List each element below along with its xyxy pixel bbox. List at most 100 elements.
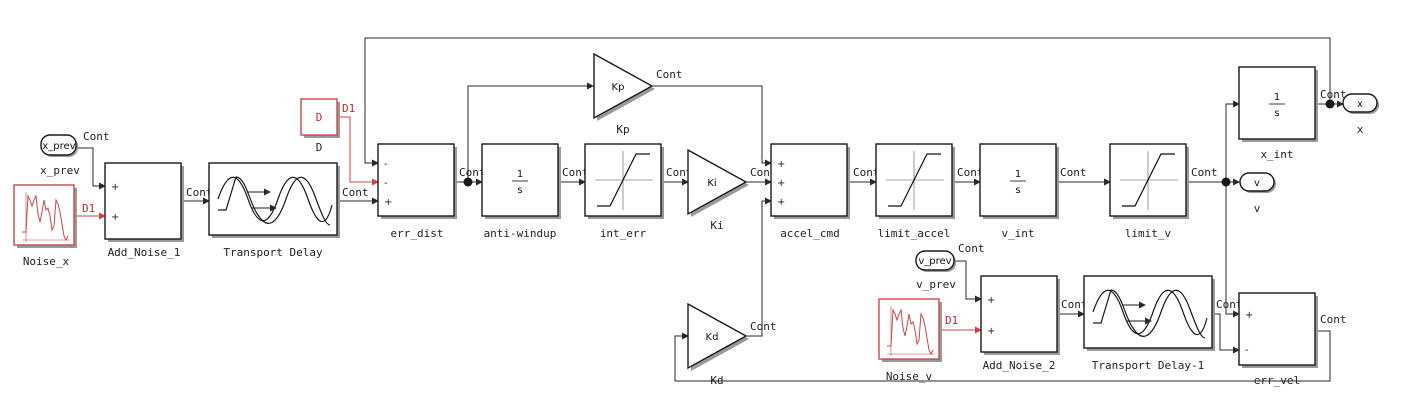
- v-int-block[interactable]: 1 s: [979, 143, 1059, 219]
- line-errvel-kd[interactable]: [674, 330, 1331, 382]
- sine-wave-icon: [217, 176, 333, 223]
- signal-rate-label: D1: [342, 102, 355, 115]
- limit-v-label: limit_v: [1125, 227, 1172, 240]
- signal-rate-label: D1: [82, 202, 95, 215]
- add-noise-1-block[interactable]: + +: [104, 162, 184, 242]
- saturation-icon: [888, 153, 941, 207]
- add-noise-1-label: Add_Noise_1: [108, 246, 181, 259]
- ki-gain-block[interactable]: Ki: [687, 148, 749, 217]
- kd-gain-block[interactable]: Kd: [687, 302, 749, 371]
- port-sign: +: [987, 326, 995, 337]
- line-to-errvel-plus[interactable]: [1225, 182, 1240, 318]
- noise-x-label: Noise_x: [23, 255, 70, 268]
- kd-gain-label: Kd: [710, 374, 723, 387]
- x-prev-block[interactable]: x_prev: [40, 134, 78, 157]
- port-sign: +: [777, 197, 785, 208]
- signal-rate-label: Cont: [666, 166, 693, 179]
- line-kd-accel[interactable]: [746, 197, 772, 337]
- noise-icon: [887, 308, 934, 356]
- add-noise-2-block[interactable]: + +: [980, 275, 1060, 355]
- noise-x-block[interactable]: [13, 184, 77, 248]
- signal-rate-label: Cont: [656, 68, 683, 81]
- x-prev-block-text: x_prev: [42, 141, 75, 152]
- v-outport[interactable]: v: [1239, 172, 1276, 193]
- signal-rate-label: Cont: [1216, 298, 1243, 311]
- accel-cmd-label: accel_cmd: [780, 227, 840, 240]
- d-constant-value: D: [316, 111, 323, 124]
- integrator-num: 1: [517, 169, 523, 180]
- signal-lines: [76, 37, 1344, 382]
- transport-delay-label: Transport Delay: [223, 246, 323, 259]
- noise-icon: [22, 194, 69, 242]
- line-d[interactable]: [339, 116, 379, 186]
- signal-rate-label: Cont: [342, 186, 369, 199]
- integrator-den: s: [517, 185, 522, 196]
- integrator-num: 1: [1274, 92, 1280, 103]
- transport-delay-1-label: Transport Delay-1: [1092, 359, 1205, 372]
- limit-accel-block[interactable]: [875, 143, 955, 219]
- port-sign: +: [777, 159, 785, 170]
- int-err-block[interactable]: [584, 143, 664, 219]
- noise-v-block[interactable]: [878, 298, 942, 362]
- line-vprev[interactable]: [955, 260, 982, 303]
- saturation-icon: [597, 153, 650, 207]
- kp-gain-label: Kp: [616, 123, 629, 136]
- v-outport-text: v: [1254, 178, 1260, 189]
- signal-rate-label: Cont: [186, 186, 213, 199]
- limit-accel-label: limit_accel: [878, 227, 951, 240]
- line-xprev[interactable]: [78, 147, 106, 190]
- signal-rate-label: D1: [945, 314, 958, 327]
- d-constant-label: D: [316, 141, 323, 154]
- kp-gain-block[interactable]: Kp: [593, 52, 655, 121]
- kd-gain-value: Kd: [706, 332, 719, 343]
- signal-rate-label: Cont: [1320, 313, 1347, 326]
- signal-rate-label: Cont: [562, 166, 589, 179]
- ki-gain-value: Ki: [707, 178, 716, 189]
- anti-windup-block[interactable]: 1 s: [481, 143, 561, 219]
- port-sign: -: [1245, 345, 1249, 356]
- d-constant-block[interactable]: D: [300, 98, 340, 138]
- x-outport-label: x: [1357, 123, 1364, 136]
- integrator-num: 1: [1015, 169, 1021, 180]
- signal-rate-label: Cont: [83, 130, 110, 143]
- transport-delay-1-block[interactable]: [1083, 275, 1215, 351]
- line-branch-kp[interactable]: [467, 82, 594, 182]
- port-sign: -: [384, 178, 388, 189]
- line-kp-accel[interactable]: [652, 85, 772, 167]
- x-outport-text: x: [1357, 99, 1363, 110]
- v-int-label: v_int: [1001, 227, 1034, 240]
- delayed-wave-icon: [1093, 289, 1206, 339]
- junction-dot: [1325, 99, 1335, 109]
- port-sign: +: [777, 178, 785, 189]
- saturation-icon: [1122, 153, 1175, 207]
- port-sign: +: [384, 197, 392, 208]
- integrator-den: s: [1015, 185, 1020, 196]
- accel-cmd-block[interactable]: + + +: [770, 143, 850, 219]
- signal-rate-label: Cont: [1191, 166, 1218, 179]
- signal-rate-label: Cont: [750, 166, 777, 179]
- x-prev-label: x_prev: [40, 164, 80, 177]
- v-outport-label: v: [1254, 202, 1261, 215]
- port-sign: +: [111, 182, 119, 193]
- err-dist-block[interactable]: - - +: [377, 143, 457, 219]
- x-int-label: x_int: [1260, 148, 1293, 161]
- limit-v-block[interactable]: [1109, 143, 1189, 219]
- signal-rate-label: Cont: [957, 166, 984, 179]
- line-to-xint[interactable]: [1225, 100, 1240, 182]
- x-int-block[interactable]: 1 s: [1238, 66, 1318, 142]
- signal-rate-label: Cont: [750, 320, 777, 333]
- port-sign: +: [987, 295, 995, 306]
- signal-rate-label: Cont: [1061, 298, 1088, 311]
- line-x-feedback[interactable]: [364, 37, 1331, 167]
- transport-delay-block[interactable]: [208, 162, 340, 238]
- x-outport[interactable]: x: [1342, 93, 1379, 114]
- err-vel-block[interactable]: + -: [1238, 292, 1318, 368]
- integrator-den: s: [1274, 108, 1279, 119]
- kp-gain-value: Kp: [612, 82, 625, 93]
- v-prev-block[interactable]: v_prev: [915, 250, 956, 272]
- line-delay1-errvel[interactable]: [1212, 313, 1240, 354]
- add-noise-2-label: Add_Noise_2: [983, 359, 1056, 372]
- sine-wave-icon: [1092, 289, 1208, 336]
- int-err-label: int_err: [600, 227, 647, 240]
